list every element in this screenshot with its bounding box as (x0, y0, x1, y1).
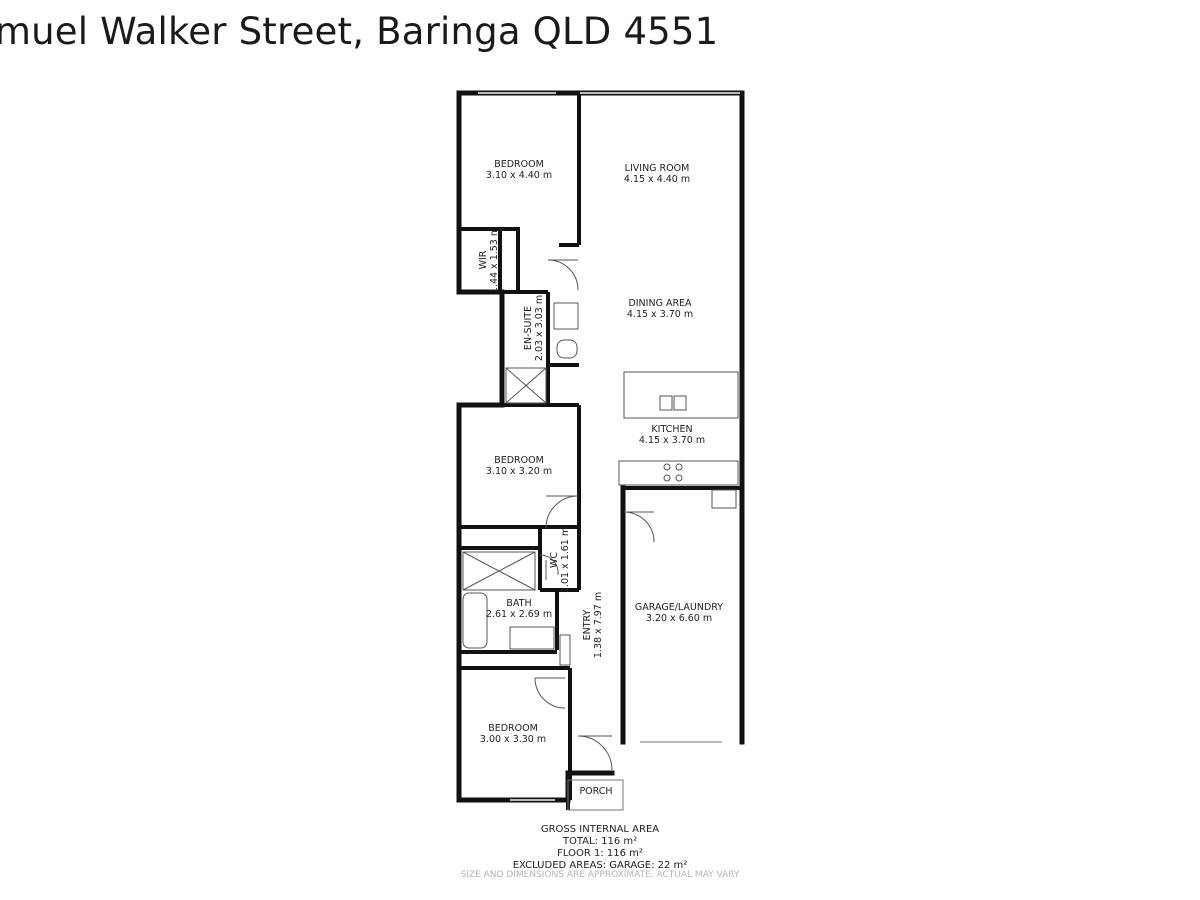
kitchen-island (623, 371, 739, 419)
room-name-bath: BATH (506, 598, 531, 609)
room-name-dining: DINING AREA (628, 298, 692, 309)
fixtures (462, 302, 739, 811)
room-name-bedroom-3: BEDROOM (488, 723, 538, 734)
room-name-living: LIVING ROOM (625, 163, 690, 174)
room-name-garage: GARAGE/LAUNDRY (635, 602, 723, 613)
room-dims-bedroom-2: 3.10 x 3.20 m (486, 466, 552, 477)
property-address-title: amuel Walker Street, Baringa QLD 4551 (0, 10, 719, 53)
exterior-walls (456, 90, 745, 803)
gia-heading: GROSS INTERNAL AREA (540, 824, 660, 835)
cooktop-icon (675, 463, 683, 471)
shower-icon (462, 551, 536, 591)
room-name-wc: WC (549, 552, 560, 568)
sink-icon (659, 395, 673, 411)
wc-fixture-icon (559, 634, 571, 666)
room-dims-kitchen: 4.15 x 3.70 m (639, 435, 705, 446)
ensuite-vanity-icon (553, 302, 579, 330)
room-dims-entry: 1.38 x 7.97 m (593, 592, 604, 658)
room-dims-wc: 1.01 x 1.61 m (560, 527, 571, 593)
room-dims-living: 4.15 x 4.40 m (624, 174, 690, 185)
cooktop-icon (663, 463, 671, 471)
room-dims-ensuite: 2.03 x 3.03 m (534, 295, 545, 361)
room-name-porch: PORCH (579, 786, 612, 797)
interior-walls (459, 93, 742, 810)
laundry-tub-icon (711, 489, 737, 509)
room-dims-wir: 1.44 x 1.53 m (489, 227, 500, 293)
doors (478, 92, 740, 801)
shower-icon (505, 367, 547, 404)
room-name-wir: WIR (478, 250, 489, 269)
room-dims-dining: 4.15 x 3.70 m (627, 309, 693, 320)
bath-vanity-icon (509, 626, 555, 650)
room-name-kitchen: KITCHEN (651, 424, 692, 435)
cooktop-icon (675, 474, 683, 482)
room-name-bedroom-1: BEDROOM (494, 159, 544, 170)
room-dims-bath: 2.61 x 2.69 m (486, 609, 552, 620)
room-labels: BEDROOM 3.10 x 4.40 m LIVING ROOM 4.15 x… (478, 159, 723, 797)
gia-floor1: FLOOR 1: 116 m² (557, 848, 643, 859)
cooktop-icon (663, 474, 671, 482)
room-dims-bedroom-3: 3.00 x 3.30 m (480, 734, 546, 745)
room-name-ensuite: EN-SUITE (523, 306, 534, 350)
sink-icon (673, 395, 687, 411)
room-name-bedroom-2: BEDROOM (494, 455, 544, 466)
room-name-entry: ENTRY (582, 609, 593, 640)
room-dims-garage: 3.20 x 6.60 m (646, 613, 712, 624)
room-dims-bedroom-1: 3.10 x 4.40 m (486, 170, 552, 181)
porch-outline (567, 779, 624, 811)
size-disclaimer: SIZE AND DIMENSIONS ARE APPROXIMATE, ACT… (460, 870, 740, 880)
bathtub-icon (462, 592, 488, 649)
kitchen-bench (618, 460, 739, 486)
gia-total: TOTAL: 116 m² (562, 836, 638, 847)
gia-excluded: EXCLUDED AREAS: GARAGE: 22 m² (512, 860, 688, 871)
toilet-icon (556, 339, 578, 359)
